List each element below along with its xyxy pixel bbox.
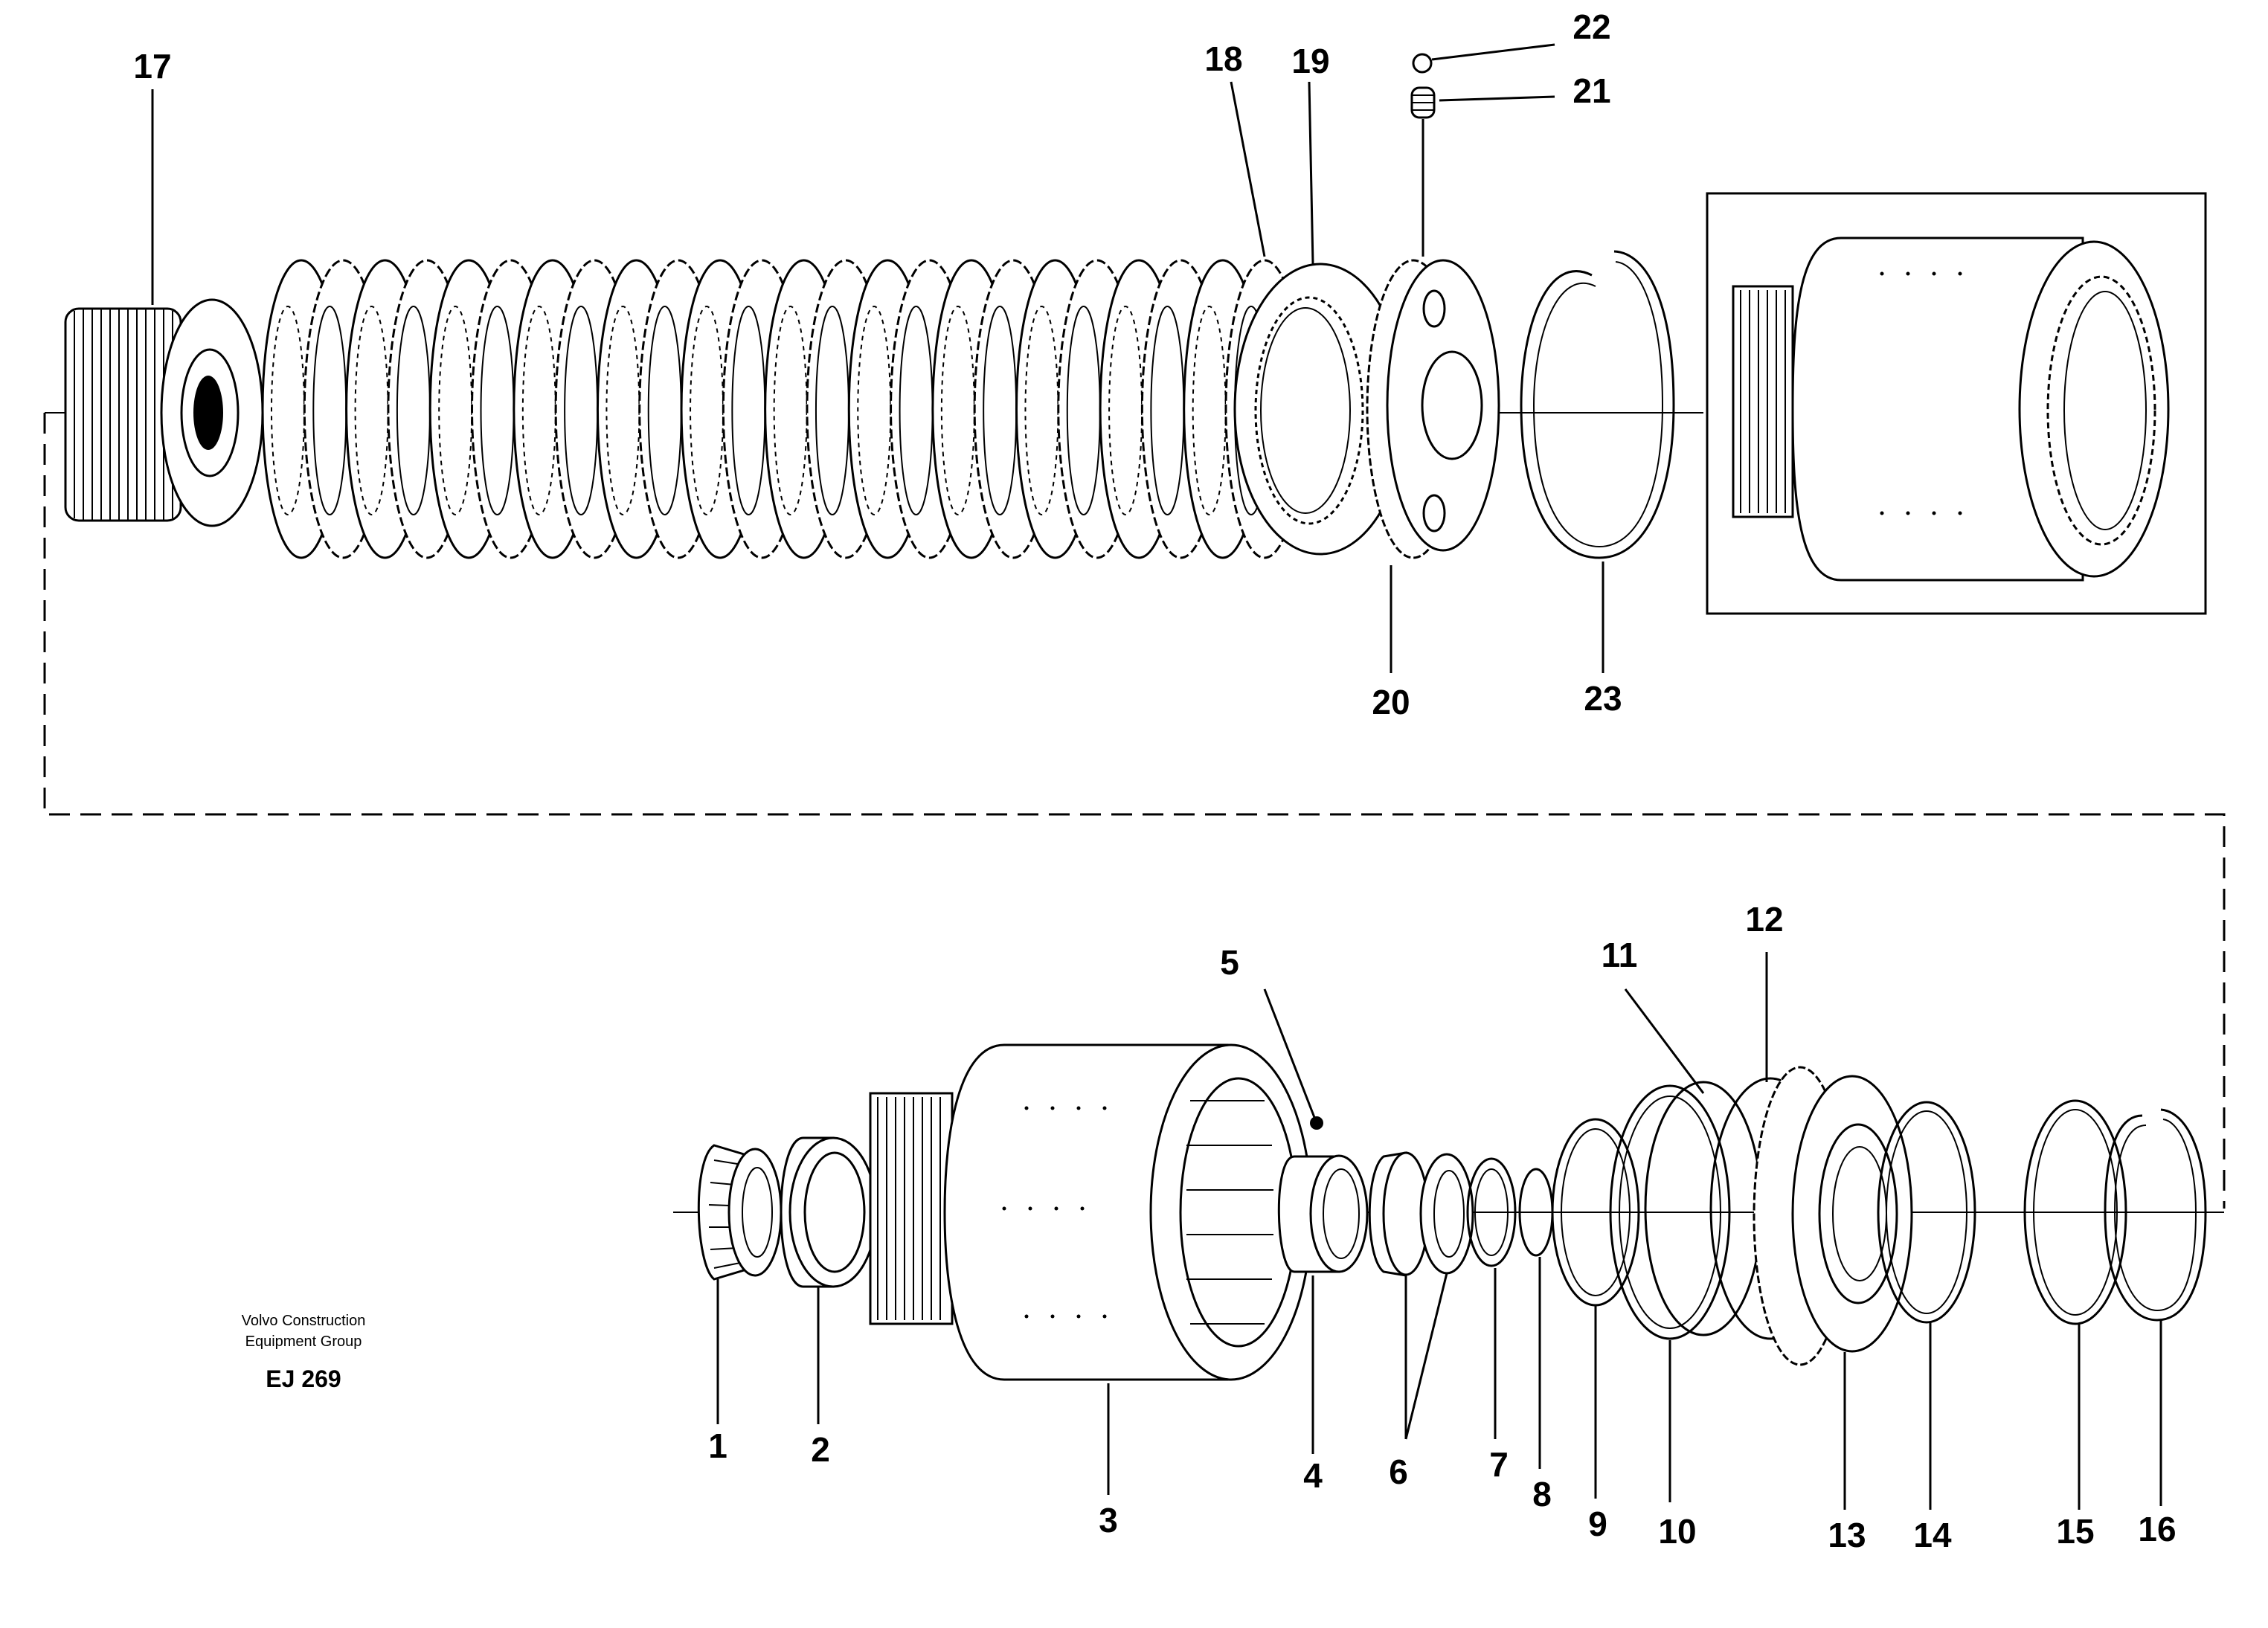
- callout-16: 16: [2138, 1510, 2176, 1548]
- part-22-ball: [1412, 53, 1433, 74]
- part-21-spring: [1410, 86, 1436, 257]
- callout-3: 3: [1099, 1501, 1118, 1539]
- dashed-connector-line: [43, 413, 2226, 1209]
- part-23-snap-ring: [1520, 250, 1675, 559]
- callout-12: 12: [1745, 900, 1783, 939]
- part-5-ball: [1310, 1116, 1323, 1130]
- callout-5: 5: [1220, 943, 1239, 982]
- part-3-clutch-drum: [869, 1043, 1313, 1381]
- caption-line-2: Equipment Group: [245, 1333, 362, 1350]
- callout-11: 11: [1602, 936, 1638, 974]
- part-14-seal-ring: [1877, 1101, 1976, 1324]
- callout-20: 20: [1372, 683, 1410, 721]
- callout-21: 21: [1572, 71, 1610, 110]
- caption-block: Volvo Construction Equipment Group EJ 26…: [242, 1313, 366, 1392]
- callout-15: 15: [2056, 1512, 2094, 1551]
- part-11-spring-ring: [1644, 1081, 1763, 1336]
- part-13-piston: [1753, 1066, 1913, 1366]
- callout-9: 9: [1588, 1505, 1607, 1543]
- callout-7: 7: [1489, 1445, 1509, 1484]
- callout-1: 1: [708, 1426, 727, 1465]
- drawing-code: EJ 269: [266, 1365, 341, 1392]
- leader-lines: [151, 43, 2162, 1510]
- callout-22: 22: [1572, 7, 1610, 46]
- callout-18: 18: [1204, 39, 1242, 78]
- part-16-snap-ring: [2104, 1108, 2207, 1322]
- callout-2: 2: [811, 1430, 830, 1469]
- part-7-ring: [1466, 1157, 1517, 1267]
- callout-13: 13: [1828, 1516, 1866, 1554]
- part-10-snap-ring: [1609, 1084, 1731, 1340]
- lower-assembly: [673, 1043, 2224, 1381]
- part-6-bearing-pair: [1368, 1151, 1474, 1277]
- inset-drum-box: [1706, 192, 2207, 615]
- callout-labels: 1 2 3 4 5 6 7 8 9 10 11 12 13 14 15 16 1…: [133, 7, 2176, 1554]
- callout-6: 6: [1389, 1452, 1408, 1491]
- callout-19: 19: [1291, 42, 1329, 80]
- part-4-sleeve: [1277, 1154, 1369, 1273]
- caption-line-1: Volvo Construction: [242, 1313, 366, 1329]
- part-17-splined-hub: [64, 298, 264, 527]
- inset-drum: [1732, 237, 2170, 582]
- part-15-seal-ring: [2023, 1099, 2127, 1325]
- callout-8: 8: [1532, 1475, 1552, 1513]
- upper-assembly: [45, 53, 2207, 615]
- part-9-snap-ring: [1551, 1118, 1640, 1307]
- part-18-clutch-disc-pack: [261, 259, 1305, 559]
- part-2-bearing-cup: [780, 1136, 878, 1288]
- callout-4: 4: [1303, 1456, 1323, 1495]
- part-20-pressure-plate: [1366, 259, 1500, 559]
- callout-14: 14: [1913, 1516, 1952, 1554]
- callout-10: 10: [1658, 1512, 1696, 1551]
- callout-23: 23: [1584, 679, 1622, 718]
- part-1-tapered-bearing: [697, 1144, 783, 1281]
- callout-17: 17: [133, 47, 171, 86]
